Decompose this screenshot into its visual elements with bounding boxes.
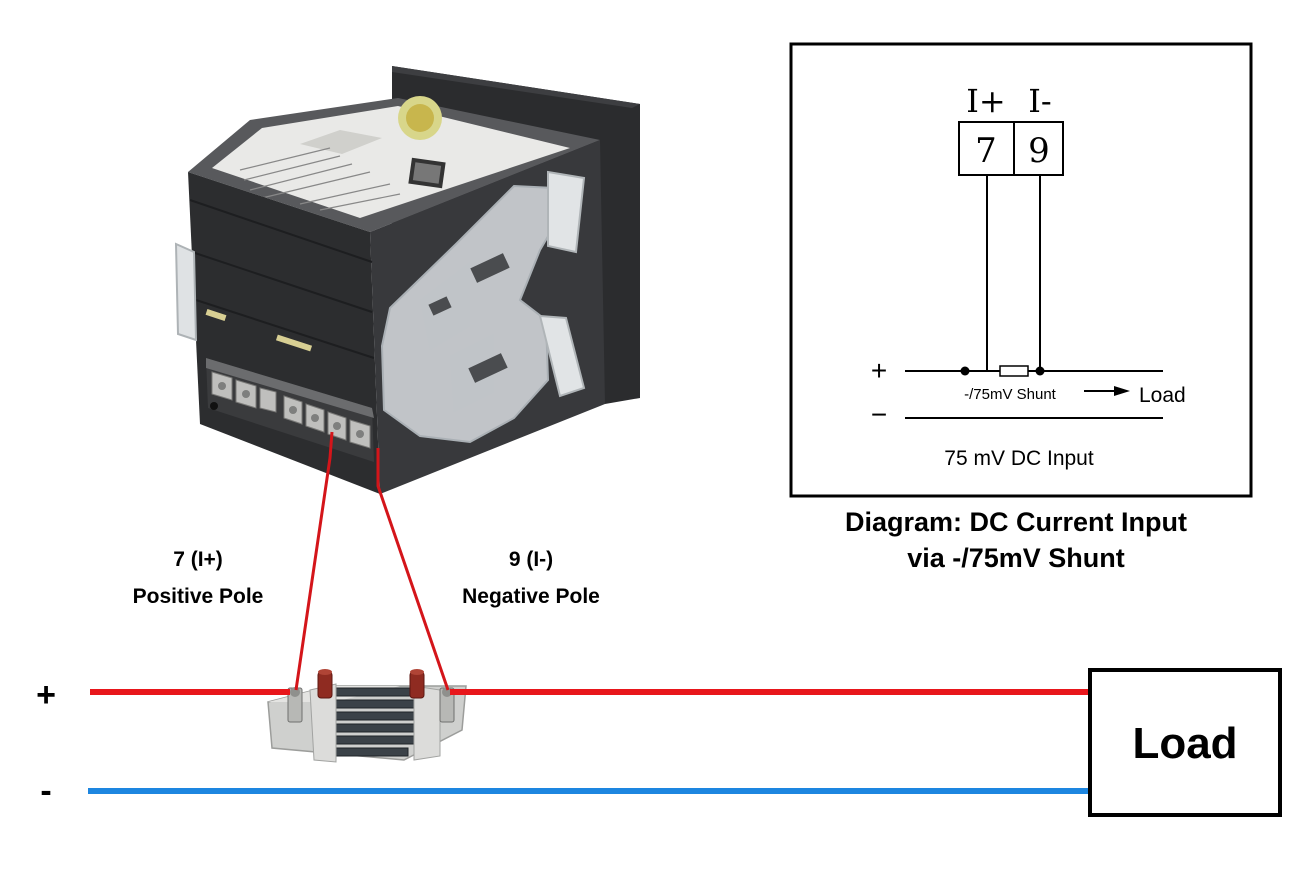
panel-meter-device bbox=[174, 66, 640, 494]
negative-terminal-label: 9 (I-) bbox=[509, 548, 553, 571]
load-arrow-icon bbox=[1084, 386, 1130, 396]
mounting-clip bbox=[380, 170, 586, 444]
diagram-caption-line2: via -/75mV Shunt bbox=[907, 543, 1125, 573]
main-plus-sign: + bbox=[36, 676, 56, 714]
sense-wire-negative bbox=[376, 448, 450, 691]
load-box: Load bbox=[1088, 668, 1282, 817]
schematic-plus-sign: + bbox=[871, 355, 887, 386]
terminal-9: 9 bbox=[1028, 131, 1050, 171]
load-box-label: Load bbox=[1132, 719, 1237, 768]
negative-pole-label: Negative Pole bbox=[462, 585, 600, 608]
dc-input-label: 75 mV DC Input bbox=[944, 447, 1094, 470]
terminal-iplus-label: I+ bbox=[966, 82, 1005, 120]
schematic-panel: I+ I- 7 9 + − -/75mV Shunt Load 75 mV DC… bbox=[789, 42, 1253, 498]
diagram-caption-line1: Diagram: DC Current Input bbox=[845, 507, 1187, 537]
shunt-label: -/75mV Shunt bbox=[964, 386, 1057, 403]
schematic-load-label: Load bbox=[1139, 384, 1186, 407]
sense-wire-positive bbox=[294, 431, 334, 691]
main-minus-sign: - bbox=[40, 772, 51, 810]
positive-terminal-label: 7 (I+) bbox=[173, 548, 223, 571]
terminal-block bbox=[958, 121, 1064, 176]
terminal-iminus-label: I- bbox=[1028, 82, 1051, 120]
shunt-resistor bbox=[267, 669, 467, 763]
schematic-minus-sign: − bbox=[871, 399, 887, 430]
shunt-symbol bbox=[999, 365, 1029, 377]
positive-pole-label: Positive Pole bbox=[133, 585, 264, 608]
terminal-7: 7 bbox=[975, 131, 997, 171]
